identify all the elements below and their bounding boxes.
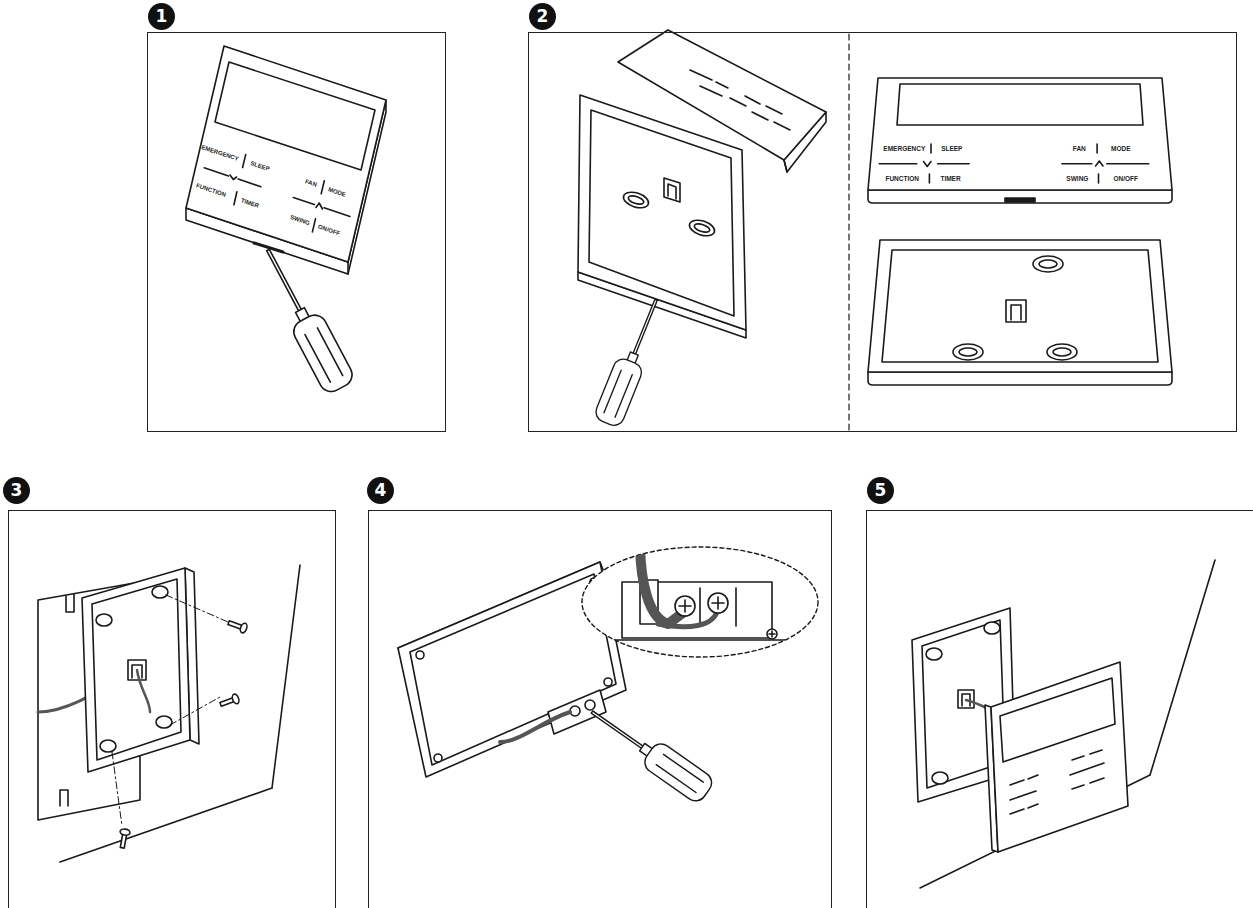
controller-front (186, 46, 386, 274)
step-number: 3 (3, 477, 30, 504)
button-label: ON/OFF (1113, 176, 1138, 183)
divider (848, 34, 849, 430)
base-plate (868, 240, 1172, 385)
step-frame: 2 (528, 32, 1237, 432)
controller-front (868, 78, 1172, 203)
button-label: FUNCTION (195, 182, 226, 197)
step-frame: 5 (866, 510, 1253, 908)
button-label: MODE (1111, 145, 1131, 152)
wall (920, 560, 1215, 888)
step-number: 1 (148, 3, 175, 30)
button-label: SWING (290, 214, 311, 226)
cover-lifted (618, 30, 826, 172)
screws (117, 618, 248, 849)
button-label: SLEEP (941, 145, 962, 152)
button-label: SLEEP (250, 160, 271, 172)
step-number: 2 (529, 3, 556, 30)
button-label: TIMER (940, 176, 960, 183)
base-plate-open (578, 95, 746, 338)
step-frame: 4 (368, 510, 832, 908)
step-number: 4 (367, 477, 394, 504)
button-label: FUNCTION (885, 176, 919, 183)
button-label: EMERGENCY (883, 145, 925, 152)
step-number: 5 (867, 477, 894, 504)
button-label: FAN (304, 178, 317, 187)
controller-front (985, 662, 1128, 852)
base-plate (82, 568, 199, 772)
screw-lines (112, 595, 228, 826)
step-frame: 3 (8, 510, 336, 908)
button-label: MODE (327, 186, 346, 197)
button-label: ON/OFF (318, 223, 341, 236)
screwdriver (593, 295, 669, 429)
wall (60, 565, 300, 862)
zoom-detail (582, 540, 818, 657)
button-label: FAN (1073, 145, 1086, 152)
step-frame: 1 (147, 32, 446, 432)
screwdriver (583, 699, 716, 805)
button-label: SWING (1066, 176, 1088, 183)
button-label: EMERGENCY (201, 144, 240, 162)
button-label: TIMER (240, 197, 260, 209)
screwdriver (253, 242, 356, 396)
